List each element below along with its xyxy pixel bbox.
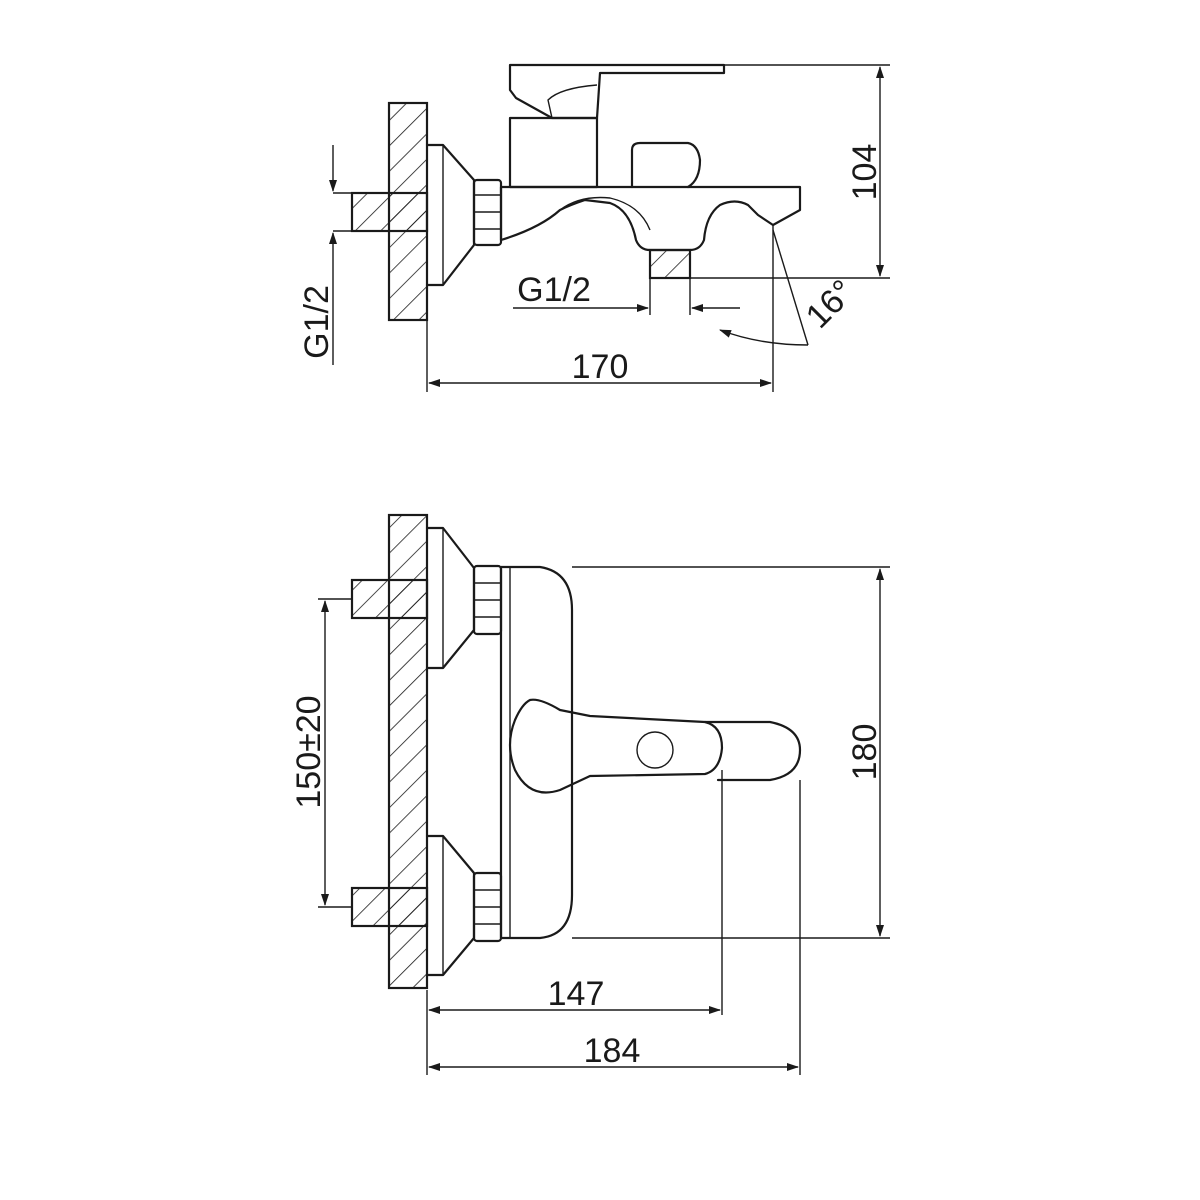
mixer-body — [499, 185, 802, 252]
dim-label-150: 150±20 — [290, 695, 328, 808]
inlet-pipe — [350, 191, 429, 233]
outlet-section — [648, 248, 692, 280]
upper-pipe — [350, 578, 429, 620]
mixer-body-top — [499, 565, 574, 940]
dim-label-180: 180 — [846, 724, 884, 781]
dim-label-184: 184 — [584, 1032, 641, 1070]
thread-label-vertical: G1/2 — [298, 285, 336, 359]
dim-label-170: 170 — [572, 348, 629, 386]
lower-pipe — [350, 886, 429, 928]
cartridge-body — [508, 116, 599, 189]
handle-screw — [636, 731, 674, 769]
angle-label: 16° — [799, 273, 862, 336]
dim-label-147: 147 — [548, 975, 605, 1013]
dim-label-104: 104 — [846, 144, 884, 201]
top-view: 180 150±20 147 184 — [290, 513, 890, 1075]
side-view: 104 170 G1/2 G1/2 16° — [298, 63, 890, 392]
lever-top — [508, 698, 724, 794]
angle-arc — [719, 329, 809, 346]
spout-top — [703, 720, 802, 782]
thread-label-horizontal: G1/2 — [517, 271, 591, 309]
lever-handle — [508, 63, 726, 120]
escutcheon — [425, 143, 476, 287]
diverter-knob — [630, 141, 702, 189]
